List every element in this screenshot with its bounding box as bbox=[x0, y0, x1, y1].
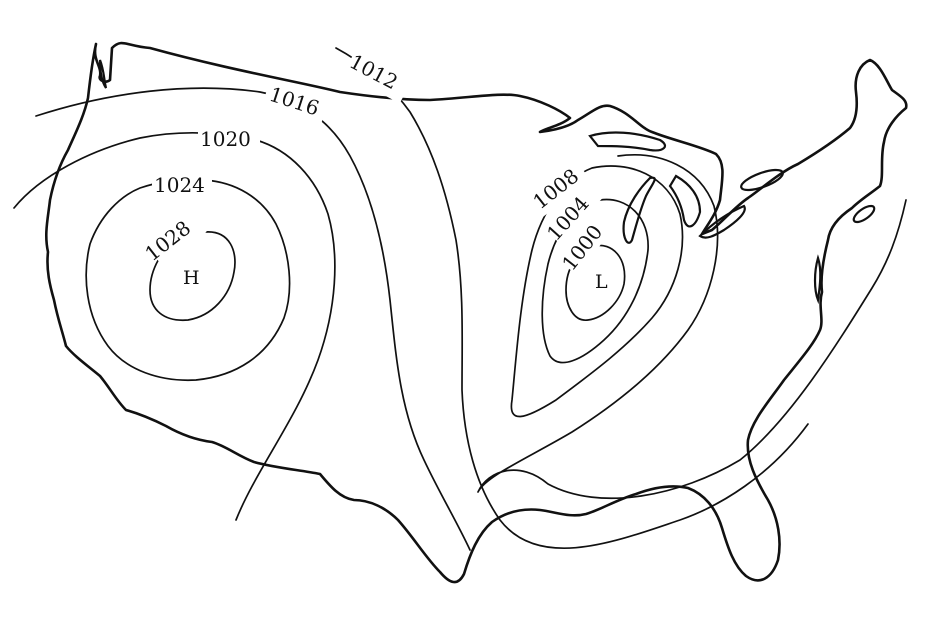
lake-huron bbox=[668, 174, 702, 228]
label-gap-1008 bbox=[525, 159, 591, 218]
long-island bbox=[852, 204, 876, 224]
label-gap-1016 bbox=[261, 81, 329, 127]
isobar-1008-line bbox=[477, 154, 907, 500]
low-pressure-center-label: L bbox=[595, 271, 608, 293]
isobar-1016-line bbox=[35, 87, 471, 551]
us-coastline bbox=[45, 41, 908, 584]
label-gap-1024 bbox=[152, 170, 212, 196]
lake-michigan bbox=[622, 176, 656, 244]
lake-superior bbox=[588, 131, 667, 152]
puget-sound bbox=[98, 59, 108, 89]
label-gap-1000 bbox=[556, 210, 616, 276]
isobar-1004-line bbox=[510, 165, 684, 418]
isobar-1020-line bbox=[13, 132, 336, 521]
isobar-label-1024: 1024 bbox=[154, 173, 205, 197]
isobar-1024-line bbox=[85, 178, 291, 382]
high-pressure-center-label: H bbox=[183, 267, 200, 289]
label-gap-1028 bbox=[145, 209, 207, 267]
chesapeake-bay bbox=[813, 254, 822, 305]
isobar-1012-line bbox=[335, 47, 809, 550]
lake-ontario bbox=[740, 168, 784, 192]
isobar-low-inner-line bbox=[565, 244, 626, 321]
isobar-label-1020: 1020 bbox=[200, 127, 251, 151]
label-gap-1020 bbox=[198, 124, 260, 150]
label-gap-1004 bbox=[541, 180, 603, 245]
lake-erie bbox=[698, 204, 746, 239]
label-gap-1012 bbox=[343, 48, 413, 104]
isobar-1000-line bbox=[541, 198, 649, 364]
